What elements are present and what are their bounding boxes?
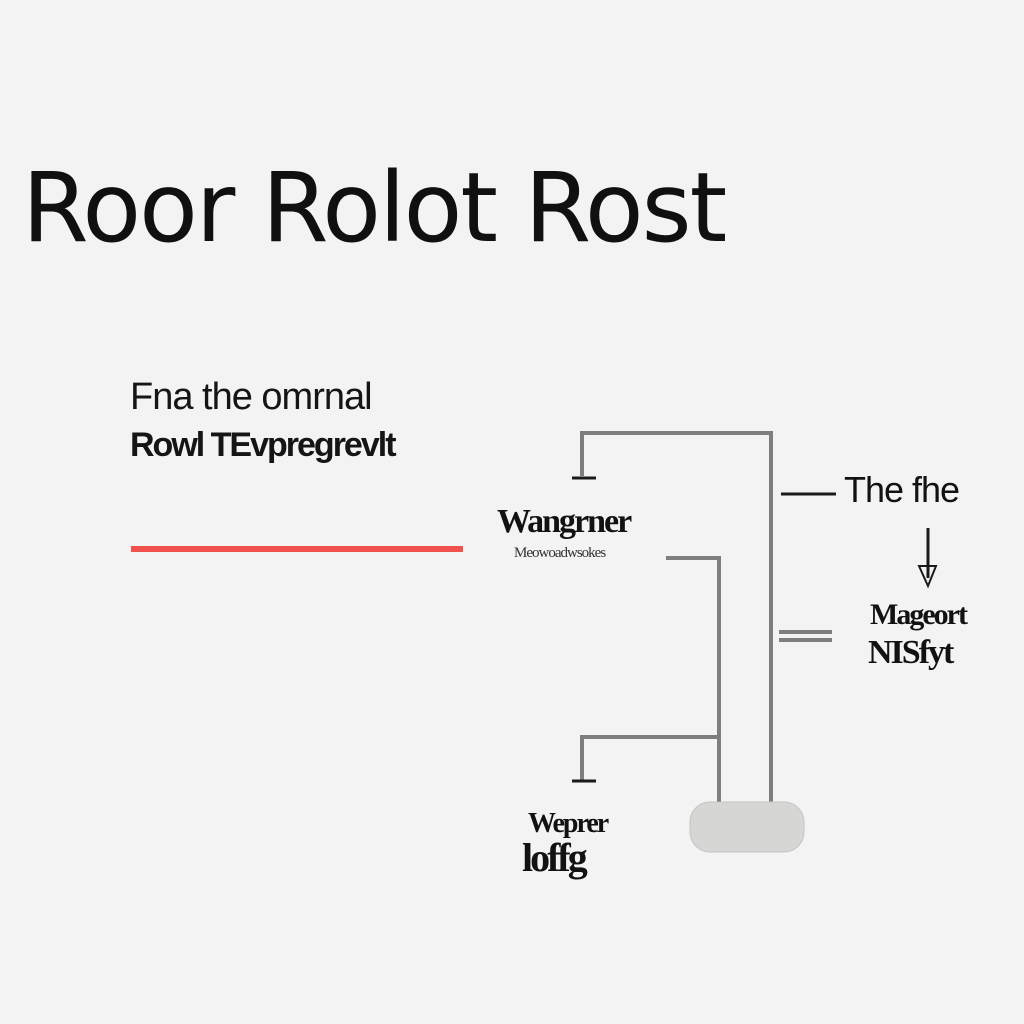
arrow-head-icon [917, 565, 938, 589]
top-arm [580, 431, 773, 442]
diagram-title: Roor Rolot Rost [22, 152, 727, 264]
note-line-2: Rowl TEvpregrevlt [130, 426, 397, 464]
base-block [689, 801, 805, 853]
label-wangrer: Wangrner [497, 503, 632, 540]
label-the-fhe: The fhe [844, 469, 960, 510]
label-loffg: loffg [522, 835, 588, 880]
label-nisfyt: NISfyt [868, 634, 954, 671]
label-mageort: Mageort [870, 598, 968, 631]
accent-rule [131, 546, 463, 552]
label-weprer: Weprer [528, 808, 609, 839]
note-line-1: Fna the omrnal [130, 376, 373, 418]
label-wangrer-sub: Meowoadwsokes [514, 545, 606, 561]
